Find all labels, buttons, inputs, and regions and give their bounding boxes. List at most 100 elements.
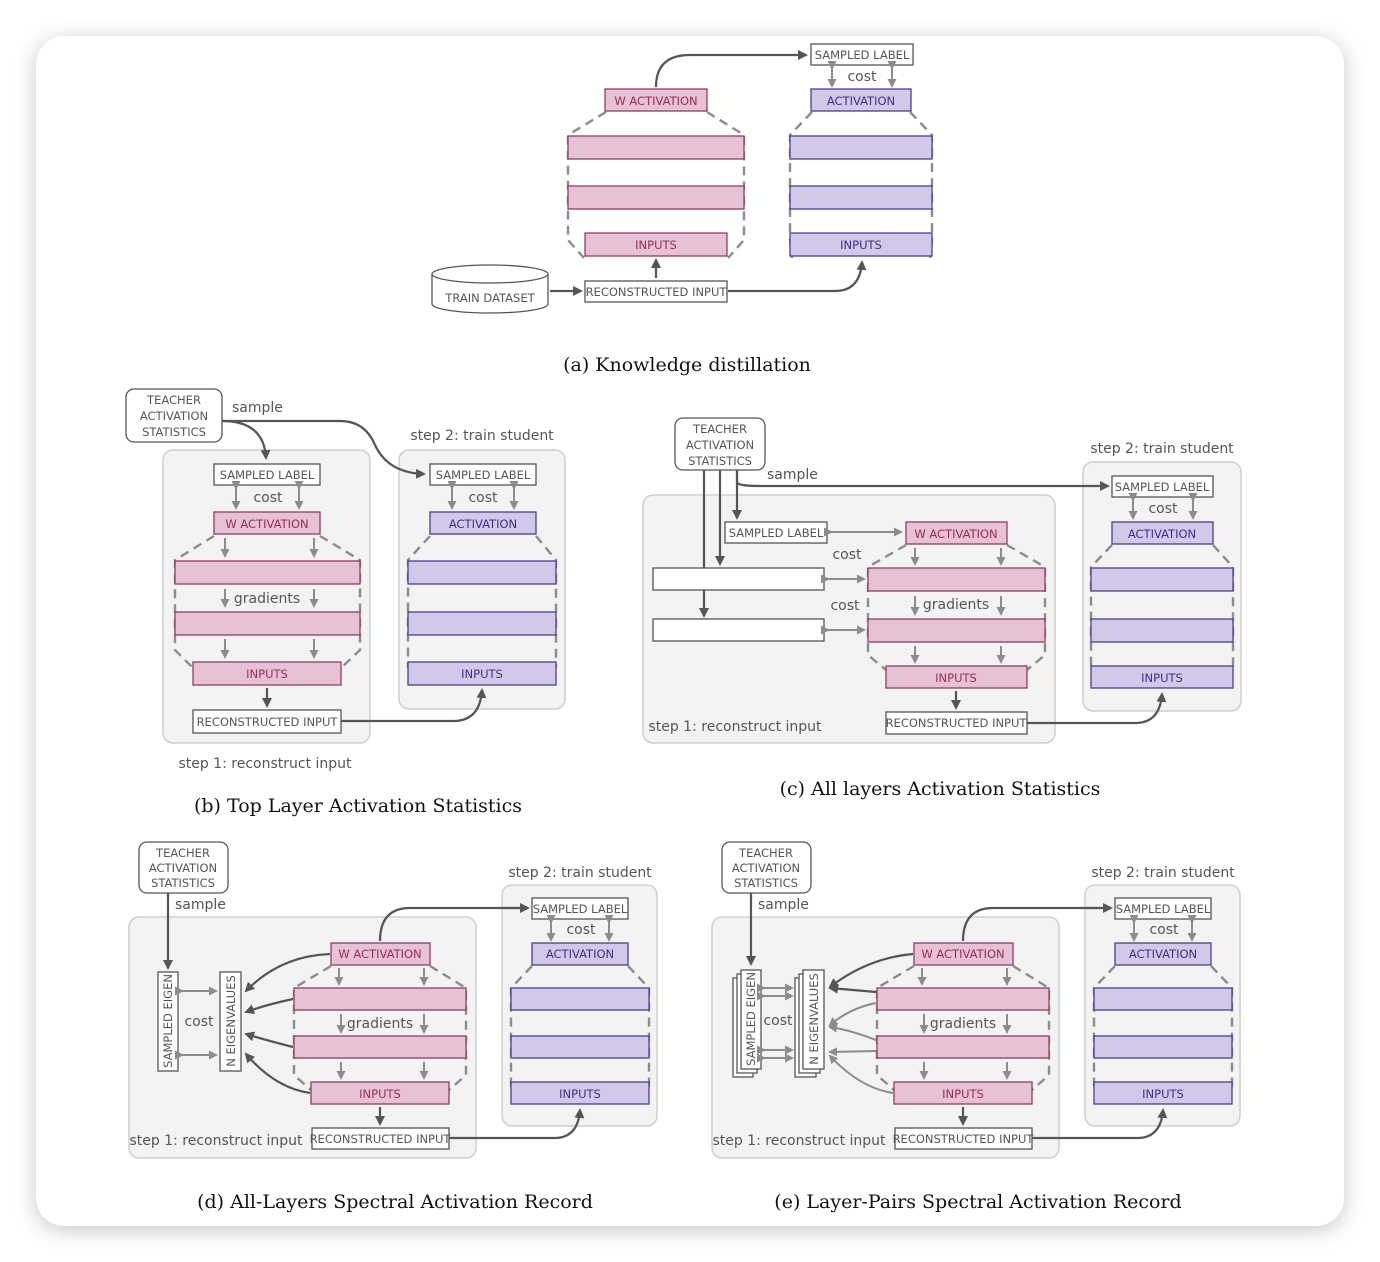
c-teacher-line1: TEACHER <box>692 422 747 436</box>
b-teacher-layer <box>174 611 361 636</box>
c-cost-label-1: cost <box>832 547 862 563</box>
b-student-inputs-box <box>407 661 557 686</box>
c-step2-label: step 2: train student <box>1090 441 1234 457</box>
d-sampled-eigen-label: SAMPLED EIGEN <box>161 974 175 1068</box>
c-sample-label: sample <box>767 467 818 483</box>
e-teacher-line1: TEACHER <box>738 846 793 860</box>
c-student-layer <box>1090 618 1234 643</box>
b-inputs-box <box>192 661 342 686</box>
e-step1-label: step 1: reconstruct input <box>712 1133 886 1149</box>
a-student-layer <box>789 135 933 160</box>
caption-d: (d) All-Layers Spectral Activation Recor… <box>197 1191 593 1213</box>
c-w-activation-label: W ACTIVATION <box>914 527 997 541</box>
d-sampled-eigen-box <box>157 971 179 1072</box>
c-sampled-stat-box <box>652 567 825 591</box>
b-gradients-label: gradients <box>234 591 300 607</box>
b-step2-label: step 2: train student <box>410 428 554 444</box>
b-teacher-line1: TEACHER <box>146 393 201 407</box>
c-teacher-layer <box>867 567 1046 592</box>
b-sampled-label: SAMPLED LABEL <box>220 468 315 482</box>
d-student-sampled-label-box <box>531 897 629 920</box>
e-inputs-label: INPUTS <box>942 1087 984 1101</box>
d-student-cost-label: cost <box>566 922 596 938</box>
e-sampled-eigen-label: SAMPLED EIGEN <box>744 972 758 1066</box>
c-sampled-label: SAMPLED LABEL <box>729 526 824 540</box>
d-student-inputs-label: INPUTS <box>559 1087 601 1101</box>
caption-a: (a) Knowledge distillation <box>563 354 811 376</box>
b-student-layer <box>407 611 557 636</box>
a-reconstructed-input-label: RECONSTRUCTED INPUT <box>586 285 728 299</box>
b-activation-box <box>429 511 537 535</box>
a-sampled-label-box <box>810 43 914 66</box>
diagram-b: TEACHER ACTIVATION STATISTICS sample SAM… <box>125 388 566 817</box>
c-step1-label: step 1: reconstruct input <box>648 719 822 735</box>
e-student-layer <box>1093 1035 1233 1059</box>
diagram-d: TEACHER ACTIVATION STATISTICS sample SAM… <box>128 841 658 1213</box>
c-student-inputs-box <box>1090 665 1234 689</box>
e-student-layer <box>1093 987 1233 1011</box>
d-activation-label: ACTIVATION <box>546 947 614 961</box>
e-w-activation-box <box>913 942 1014 966</box>
diagram-e: TEACHER ACTIVATION STATISTICS sample SAM… <box>711 841 1241 1213</box>
a-teacher-layer <box>567 185 745 210</box>
c-teacher-line3: STATISTICS <box>688 454 752 468</box>
d-sample-label: sample <box>175 897 226 913</box>
c-inputs-box <box>885 665 1028 689</box>
c-inputs-label: INPUTS <box>935 671 977 685</box>
a-inputs-label: INPUTS <box>635 238 677 252</box>
e-inputs-box <box>893 1081 1033 1105</box>
d-inputs-label: INPUTS <box>359 1087 401 1101</box>
b-teacher-stats-box <box>125 388 223 443</box>
c-teacher-layer <box>867 618 1046 643</box>
e-teacher-line2: ACTIVATION <box>732 861 800 875</box>
d-step2-label: step 2: train student <box>508 865 652 881</box>
d-teacher-layer <box>293 1035 467 1059</box>
b-sampled-label-box <box>213 463 321 486</box>
a-activation-box <box>810 88 912 112</box>
e-activation-box <box>1114 942 1212 966</box>
e-student-sampled-label-box <box>1114 897 1212 920</box>
b-inputs-label: INPUTS <box>246 667 288 681</box>
d-n-eigenvalues-label: N EIGENVALUES <box>224 975 238 1067</box>
a-sampled-label: SAMPLED LABEL <box>815 48 910 62</box>
e-teacher-stats-box <box>721 841 812 894</box>
b-cost-label: cost <box>253 490 283 506</box>
d-inputs-box <box>310 1081 450 1105</box>
e-student-cost-label: cost <box>1149 922 1179 938</box>
d-student-layer <box>510 987 650 1011</box>
e-teacher-layer <box>876 1035 1050 1059</box>
d-w-activation-label: W ACTIVATION <box>338 947 421 961</box>
c-gradients-label: gradients <box>923 597 989 613</box>
e-sampled-eigen-box <box>740 969 762 1070</box>
e-w-activation-label: W ACTIVATION <box>921 947 1004 961</box>
e-step2-label: step 2: train student <box>1091 865 1235 881</box>
e-cost-label: cost <box>763 1013 793 1029</box>
c-student-inputs-label: INPUTS <box>1141 671 1183 685</box>
b-student-sampled-label-box <box>429 463 537 486</box>
e-sample-label: sample <box>758 897 809 913</box>
c-activation-box <box>1111 521 1214 545</box>
d-teacher-line1: TEACHER <box>155 846 210 860</box>
b-teacher-line2: ACTIVATION <box>140 409 208 423</box>
a-cost-label: cost <box>847 69 877 85</box>
d-teacher-stats-box <box>138 841 229 894</box>
d-teacher-line3: STATISTICS <box>151 876 215 890</box>
e-student-inputs-label: INPUTS <box>1142 1087 1184 1101</box>
e-teacher-layer <box>876 987 1050 1011</box>
b-reconstructed-input-label: RECONSTRUCTED INPUT <box>197 715 339 729</box>
c-reconstructed-input-label: RECONSTRUCTED INPUT <box>886 716 1028 730</box>
e-n-eigenvalues-box <box>802 969 825 1070</box>
a-reconstructed-input-box <box>584 280 728 303</box>
a-train-dataset-label: TRAIN DATASET <box>444 291 535 305</box>
b-w-activation-label: W ACTIVATION <box>225 517 308 531</box>
e-gradients-label: gradients <box>930 1016 996 1032</box>
a-train-dataset-cylinder <box>431 264 549 284</box>
b-student-cost-label: cost <box>468 490 498 506</box>
diagram-a: W ACTIVATION INPUTS SAMPLED LABEL cost A… <box>431 43 934 376</box>
b-teacher-line3: STATISTICS <box>142 425 206 439</box>
diagram-c: TEACHER ACTIVATION STATISTICS sample SAM… <box>642 417 1242 800</box>
c-teacher-line2: ACTIVATION <box>686 438 754 452</box>
a-activation-label: ACTIVATION <box>827 94 895 108</box>
d-gradients-label: gradients <box>347 1016 413 1032</box>
